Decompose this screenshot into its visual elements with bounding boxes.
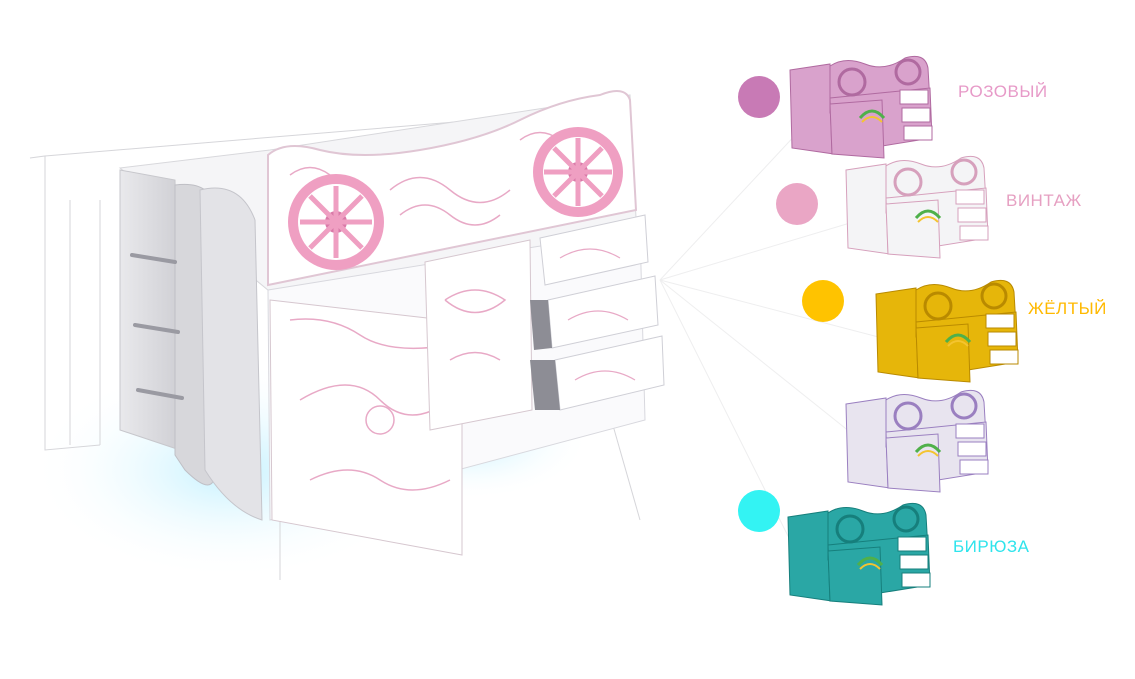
thumb-vintage-part-9 [914,209,942,220]
drawer-1 [539,214,649,286]
thumb-pink-part-5 [894,58,922,86]
thumb-turquoise-part-0 [787,510,833,602]
door-pattern [289,318,451,491]
thumb-lilac-part-10 [917,450,939,457]
thumb-vintage-part-4 [893,167,923,197]
thumb-vintage[interactable] [845,155,989,259]
thumb-turquoise-part-7 [899,554,929,570]
swatch-pink[interactable] [738,76,780,118]
thumb-yellow-part-10 [947,340,969,347]
drawers [539,214,665,411]
thumb-lilac-part-5 [950,392,978,420]
thumb-pink-part-6 [899,89,929,105]
center-pattern [444,289,507,361]
thumb-yellow-part-5 [980,282,1008,310]
thumb-lilac[interactable] [845,389,989,493]
thumb-pink-part-9 [858,109,886,120]
thumb-turquoise-part-10 [859,563,881,570]
swatch-turquoise[interactable] [738,490,780,532]
thumb-lilac-part-6 [955,423,985,439]
thumb-vintage-part-8 [959,225,989,241]
variant-thumbnails [787,55,1019,606]
label-yellow[interactable]: ЖЁЛТЫЙ [1028,299,1107,318]
thumb-pink-part-8 [903,125,933,141]
thumb-vintage-part-10 [917,216,939,223]
thumb-pink-part-3 [829,99,885,159]
thumb-lilac-part-8 [959,459,989,475]
swatch-yellow[interactable] [802,280,844,322]
thumb-turquoise-part-4 [835,514,865,544]
thumb-turquoise-part-6 [897,536,927,552]
thumb-yellow-part-4 [923,291,953,321]
thumb-vintage-part-7 [957,207,987,223]
thumb-vintage-part-5 [950,158,978,186]
thumb-turquoise-part-5 [892,505,920,533]
stairs-front-panel-2 [199,187,263,521]
label-pink[interactable]: РОЗОВЫЙ [958,82,1048,101]
center-panel [424,239,533,431]
thumb-pink[interactable] [789,55,933,159]
wheel-left [288,174,384,270]
thumb-turquoise-part-9 [856,556,884,567]
thumb-yellow-part-9 [944,333,972,344]
thumb-lilac-part-4 [893,401,923,431]
thumb-lilac-part-7 [957,441,987,457]
thumb-pink-part-0 [789,63,835,155]
thumb-pink-part-7 [901,107,931,123]
thumb-yellow-part-3 [915,323,971,383]
thumb-lilac-part-3 [885,433,941,493]
label-turquoise[interactable]: БИРЮЗА [953,537,1030,556]
drawer-2 [547,275,659,349]
thumb-turquoise[interactable] [787,502,931,606]
wheel-right [533,127,623,217]
thumb-lilac-part-0 [845,397,891,489]
stairs-left-panel [119,169,181,451]
stairs-steps [130,253,184,400]
drawer-interior [530,300,560,410]
thumb-pink-part-10 [861,116,883,123]
thumb-yellow-part-6 [985,313,1015,329]
thumb-pink-part-4 [837,67,867,97]
thumb-lilac-part-9 [914,443,942,454]
thumb-yellow-part-0 [875,287,921,379]
thumb-turquoise-part-8 [901,572,931,588]
door-open [269,299,463,556]
thumb-vintage-part-6 [955,189,985,205]
thumb-yellow[interactable] [875,279,1019,383]
thumb-yellow-part-8 [989,349,1019,365]
thumb-yellow-part-7 [987,331,1017,347]
drawer-pattern [559,248,636,381]
bed-main [118,90,665,556]
label-vintage[interactable]: ВИНТАЖ [1006,191,1082,210]
thumb-vintage-part-0 [845,163,891,255]
thumb-turquoise-part-3 [827,546,883,606]
swatch-vintage[interactable] [776,183,818,225]
thumb-vintage-part-3 [885,199,941,259]
